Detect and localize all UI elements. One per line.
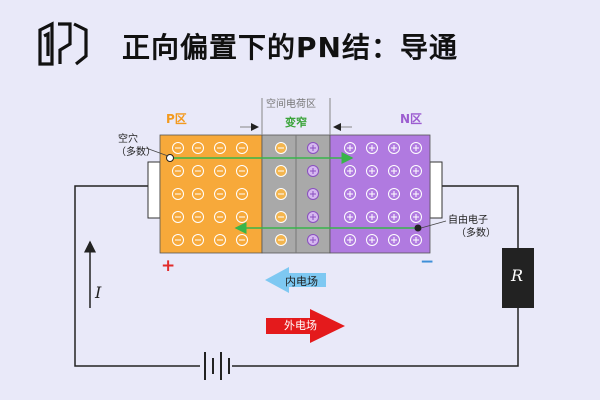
resistor-label: R <box>511 266 524 285</box>
depletion-state: 变窄 <box>285 116 307 129</box>
p-acceptor-ion <box>214 211 226 223</box>
inner-field-arrow <box>265 267 326 293</box>
negative-terminal-sign: − <box>420 252 435 272</box>
n-donor-ion <box>366 234 378 246</box>
n-donor-ion <box>366 165 378 177</box>
p-acceptor-ion <box>192 142 204 154</box>
n-donor-ion <box>366 142 378 154</box>
page-title: 正向偏置下的PN结：导通 <box>122 31 458 64</box>
p-acceptor-ion <box>192 165 204 177</box>
depletion-positive-ion <box>307 211 319 223</box>
p-acceptor-ion <box>236 142 248 154</box>
depletion-positive-ion <box>307 165 319 177</box>
p-acceptor-ion <box>236 234 248 246</box>
hole-leader-line <box>145 147 169 157</box>
electron-label: 自由电子 <box>448 215 488 226</box>
p-acceptor-ion <box>236 165 248 177</box>
n-donor-ion <box>388 211 400 223</box>
n-region-label: N区 <box>400 112 423 126</box>
hole-sublabel: （多数） <box>116 147 156 158</box>
n-donor-ion <box>366 211 378 223</box>
electron-sublabel: （多数） <box>456 228 496 239</box>
p-electrode <box>147 161 161 219</box>
p-acceptor-ion <box>192 188 204 200</box>
n-donor-ion <box>410 234 422 246</box>
depletion-title: 空间电荷区 <box>266 99 316 110</box>
depletion-negative-ion <box>275 142 287 154</box>
n-donor-ion <box>410 142 422 154</box>
hole-dot <box>166 154 174 162</box>
p-acceptor-ion <box>172 142 184 154</box>
depletion-negative-ion <box>275 211 287 223</box>
circuit-wire <box>74 185 519 367</box>
p-acceptor-ion <box>192 234 204 246</box>
p-acceptor-ion <box>172 211 184 223</box>
electron-leader-line <box>420 220 447 229</box>
n-donor-ion <box>410 211 422 223</box>
n-donor-ion <box>388 234 400 246</box>
p-acceptor-ion <box>214 142 226 154</box>
outer-field-label: 外电场 <box>284 319 317 332</box>
p-acceptor-ion <box>192 211 204 223</box>
p-acceptor-ion <box>214 188 226 200</box>
depletion-positive-ion <box>307 188 319 200</box>
n-electrode <box>429 161 443 219</box>
p-acceptor-ion <box>214 234 226 246</box>
depletion-positive-ion <box>307 142 319 154</box>
battery-icon <box>204 352 230 380</box>
hole-label: 空穴 <box>118 134 138 145</box>
depletion-negative-ion <box>275 165 287 177</box>
electron-dot <box>414 224 422 232</box>
depletion-bracket <box>240 98 352 135</box>
n-donor-ion <box>344 165 356 177</box>
n-donor-ion <box>344 188 356 200</box>
carrier-symbols <box>172 142 422 246</box>
p-acceptor-ion <box>172 188 184 200</box>
n-donor-ion <box>410 188 422 200</box>
depletion-negative-ion <box>275 234 287 246</box>
p-acceptor-ion <box>172 165 184 177</box>
n-donor-ion <box>388 142 400 154</box>
resistor-icon <box>502 248 534 308</box>
current-label: I <box>95 283 102 302</box>
p-acceptor-ion <box>172 234 184 246</box>
depletion-negative-ion <box>275 188 287 200</box>
p-acceptor-ion <box>236 188 248 200</box>
n-donor-ion <box>366 188 378 200</box>
positive-terminal-sign: + <box>161 256 176 276</box>
n-donor-ion <box>388 165 400 177</box>
n-donor-ion <box>410 165 422 177</box>
p-acceptor-ion <box>214 165 226 177</box>
n-donor-ion <box>388 188 400 200</box>
n-donor-ion <box>344 211 356 223</box>
p-region-label: P区 <box>166 112 187 126</box>
depletion-positive-ion <box>307 234 319 246</box>
outer-field-arrow <box>266 309 345 343</box>
n-donor-ion <box>344 234 356 246</box>
opzo-logo-icon <box>38 21 88 66</box>
inner-field-label: 内电场 <box>285 275 318 288</box>
